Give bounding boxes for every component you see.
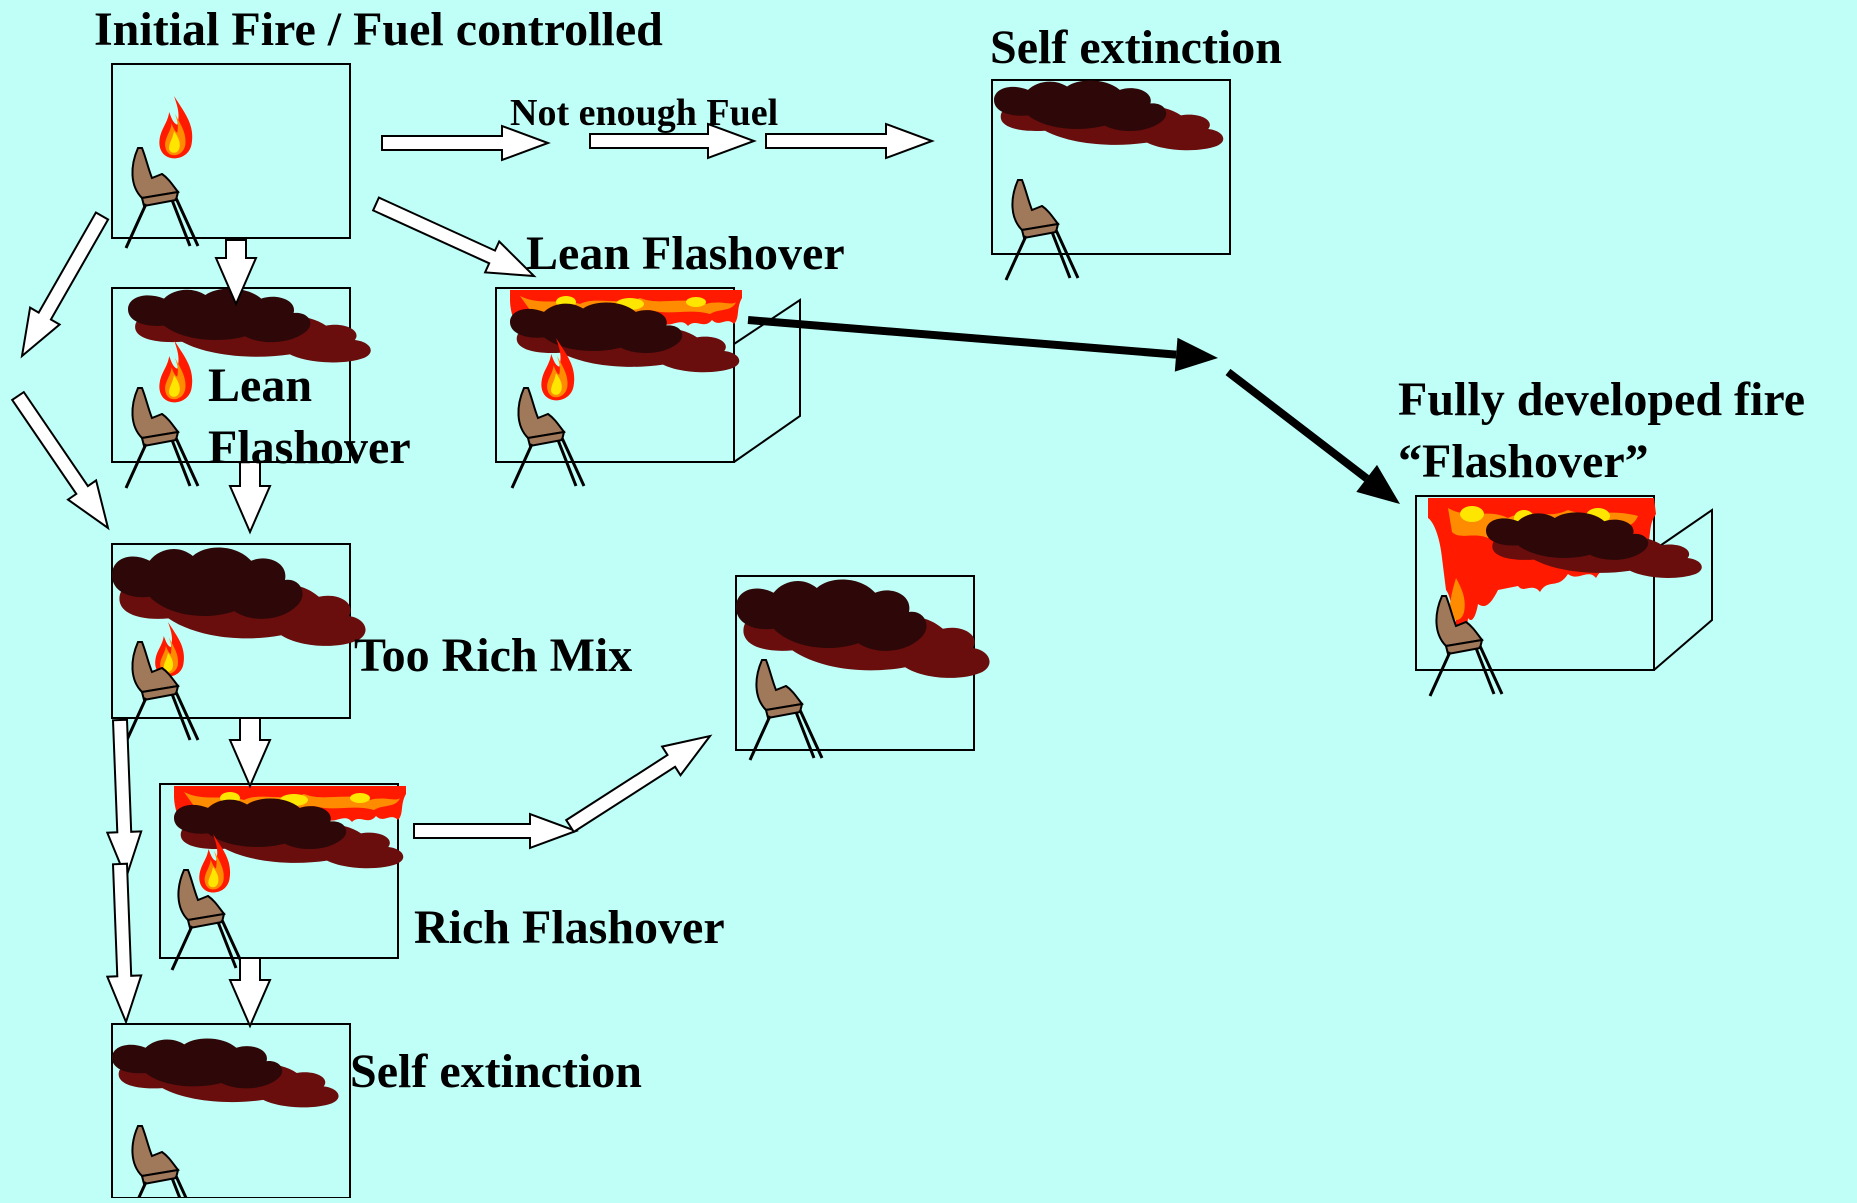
fully-developed-fire-box	[1415, 495, 1713, 698]
flashover-label: Flashover	[208, 421, 411, 474]
arrow-not-enough-fuel-3	[765, 122, 935, 160]
arrow-too-rich-long-down-1	[105, 718, 143, 881]
arrow-initial-to-lean-room	[371, 196, 537, 278]
rich-flashover-label: Rich Flashover	[414, 901, 725, 954]
arrow-initial-left-diagonal	[20, 211, 110, 359]
arrow-lean-to-too-rich	[228, 461, 272, 535]
arrow-lean-to-fully-developed-2	[1225, 368, 1400, 504]
arrow-rich-flashover-right	[413, 812, 579, 850]
self-extinction-bottom-box	[111, 1023, 351, 1203]
arrow-rich-flashover-down	[228, 957, 272, 1029]
too-rich-mix-label: Too Rich Mix	[354, 629, 633, 682]
arrow-left-to-too-rich	[10, 390, 110, 531]
lean-flashover-top-label: Lean Flashover	[526, 227, 845, 280]
self-extinction-top-box	[991, 79, 1231, 282]
arrow-rich-flashover-up-right	[564, 734, 713, 834]
rich-flashover-box	[159, 783, 406, 972]
self-extinction-bottom-label: Self extinction	[350, 1045, 642, 1098]
rich-smoke-box	[735, 575, 990, 762]
arrow-not-enough-fuel-2	[589, 122, 757, 160]
solid-arrows	[747, 316, 1400, 504]
flashover-quoted-label: “Flashover”	[1398, 435, 1649, 488]
lean-label: Lean	[208, 359, 313, 412]
arrow-initial-down	[214, 239, 258, 307]
hollow-arrows	[10, 122, 935, 1029]
initial-fire-label: Initial Fire / Fuel controlled	[94, 3, 663, 56]
fully-developed-label: Fully developed fire	[1398, 373, 1806, 426]
arrow-too-rich-to-rich-flashover	[228, 717, 272, 789]
arrow-lean-to-fully-developed-1	[747, 316, 1218, 372]
arrow-too-rich-long-down-2	[105, 862, 143, 1025]
initial-fire-box	[111, 63, 351, 250]
arrow-not-enough-fuel-1	[381, 124, 551, 162]
too-rich-mix-box	[111, 543, 366, 744]
self-extinction-top-label: Self extinction	[990, 21, 1282, 74]
not-enough-fuel-label: Not enough Fuel	[510, 92, 779, 134]
